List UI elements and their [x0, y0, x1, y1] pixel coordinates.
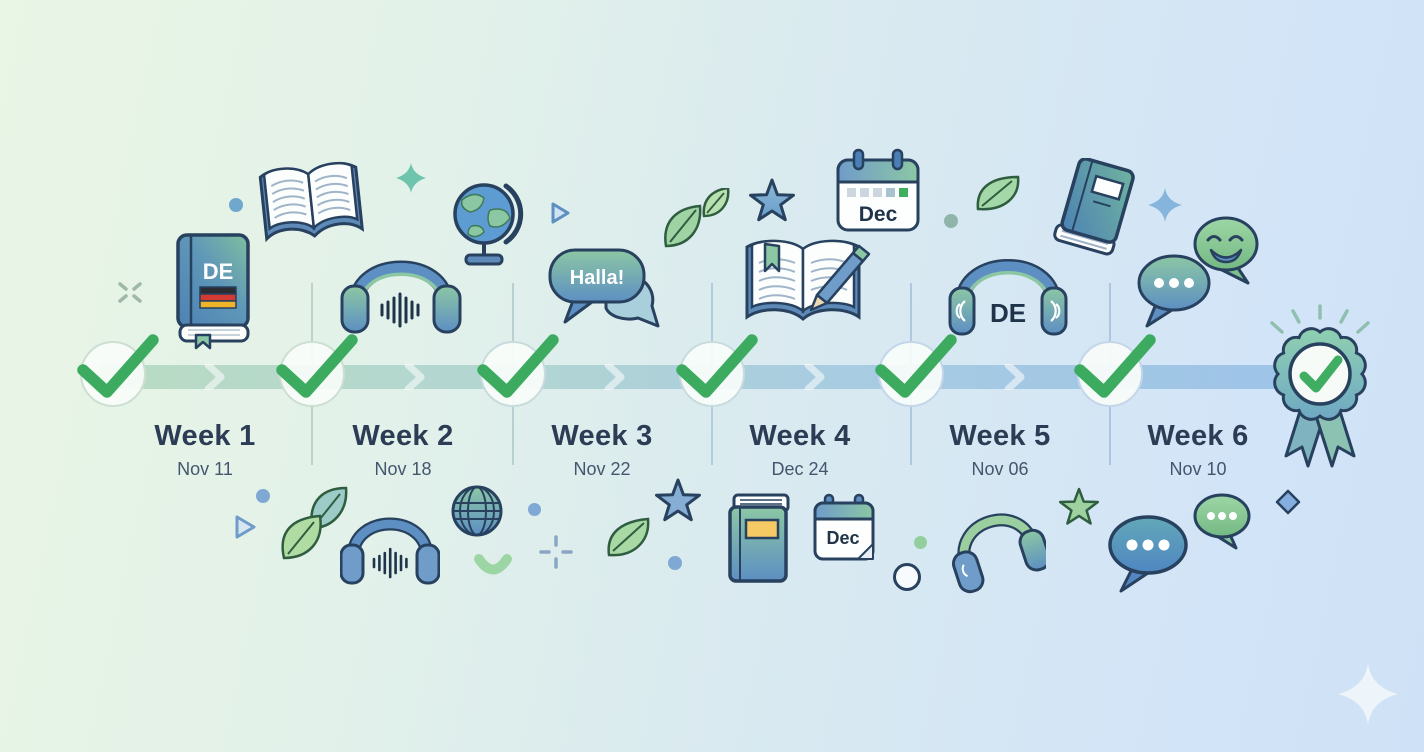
dot-icon: [914, 536, 927, 549]
week-5-milestone: Week 5 Nov 06: [915, 420, 1085, 480]
globe-icon: [453, 183, 524, 266]
tilted-book-icon: [1053, 158, 1135, 256]
week-4-date: Dec 24: [771, 459, 829, 479]
leaf-icon: [607, 517, 650, 557]
open-book-icon: [258, 161, 365, 243]
x-sparkle-icon: [118, 282, 142, 303]
globe-wireframe-icon: [451, 485, 503, 537]
star-icon: [655, 478, 701, 522]
chat-bubble-dots-icon: [1193, 493, 1251, 550]
headphones-waveform-icon: [340, 260, 462, 334]
check-icon: [875, 334, 957, 398]
circle-outline-icon: [893, 563, 921, 591]
calendar-icon: Dec: [836, 148, 920, 232]
check-icon: [1074, 334, 1156, 398]
dot-icon: [944, 214, 958, 228]
award-badge-icon: [1270, 304, 1370, 468]
sparkle-icon: [1338, 663, 1398, 725]
book-icon: [728, 493, 790, 583]
week-3-label: Week 3: [551, 420, 653, 452]
plus-sparkle-icon: [539, 535, 573, 569]
smile-curve-icon: [474, 554, 512, 575]
headphones-icon: [951, 513, 1046, 594]
dot-icon: [668, 556, 682, 570]
check-icon: [676, 334, 758, 398]
week-6-label: Week 6: [1147, 420, 1249, 452]
headphones-waveform-icon: [340, 517, 440, 585]
dot-icon: [256, 489, 270, 503]
week-6-milestone: Week 6 Nov 10: [1113, 420, 1283, 480]
week-2-milestone: Week 2 Nov 18: [318, 420, 488, 480]
headphones-de-icon: DE: [948, 259, 1068, 336]
chat-bubble-dots-icon: [1108, 515, 1188, 593]
sparkle-icon: [1148, 188, 1182, 222]
week-4-label: Week 4: [749, 420, 851, 452]
chevron-icon: [604, 364, 625, 390]
week-5-label: Week 5: [949, 420, 1051, 452]
play-triangle-icon: [235, 515, 256, 539]
chevron-icon: [404, 364, 425, 390]
check-icon: [77, 334, 159, 398]
week-2-label: Week 2: [352, 420, 454, 452]
week-3-date: Nov 22: [573, 459, 631, 479]
calendar-month-text: Dec: [859, 203, 898, 226]
german-dictionary-book-icon: DE: [176, 233, 250, 350]
diamond-icon: [1275, 489, 1301, 515]
dot-icon: [229, 198, 243, 212]
week-1-label: Week 1: [154, 420, 256, 452]
dictionary-cover-text: DE: [203, 259, 234, 284]
smiley-bubble-icon: [1193, 216, 1259, 285]
week-1-date: Nov 11: [177, 459, 233, 479]
week-4-milestone: Week 4 Dec 24: [715, 420, 885, 480]
dot-icon: [528, 503, 541, 516]
leaf-icon: [976, 175, 1020, 211]
sparkle-icon: [396, 163, 426, 193]
calendar-month-text: Dec: [826, 528, 859, 548]
check-icon: [477, 334, 559, 398]
chevron-icon: [1004, 364, 1025, 390]
star-icon: [1058, 487, 1100, 525]
greeting-speech-bubble-icon: Halla!: [548, 248, 660, 328]
week-2-date: Nov 18: [374, 459, 432, 479]
week-1-milestone: Week 1 Nov 11: [120, 420, 290, 480]
week-5-date: Nov 06: [971, 459, 1029, 479]
week-3-milestone: Week 3 Nov 22: [517, 420, 687, 480]
week-6-date: Nov 10: [1169, 459, 1227, 479]
greeting-text: Halla!: [570, 267, 624, 289]
chevron-icon: [204, 364, 225, 390]
play-triangle-icon: [551, 202, 570, 224]
calendar-icon: Dec: [813, 493, 875, 561]
headphones-label-text: DE: [990, 298, 1026, 328]
leaves-icon: [281, 486, 348, 560]
check-icon: [276, 334, 358, 398]
star-icon: [749, 178, 795, 222]
chevron-icon: [804, 364, 825, 390]
chat-bubble-dots-icon: [1137, 254, 1211, 328]
leaves-icon: [664, 188, 730, 248]
notebook-pencil-icon: [745, 239, 871, 321]
